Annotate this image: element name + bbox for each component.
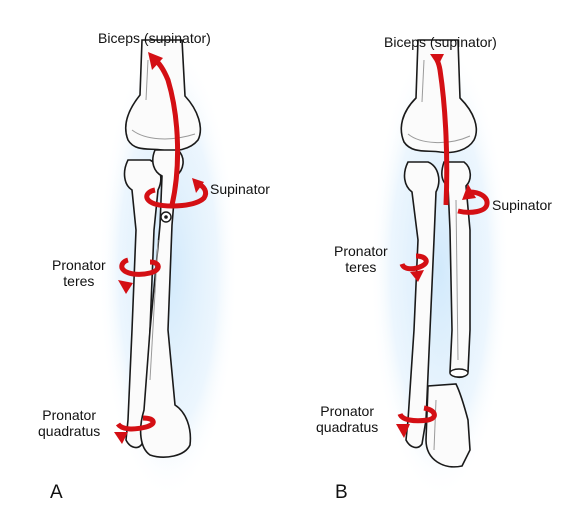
panel-a-pronator-teres-label: Pronator teres [52,257,106,289]
panel-b-supinator-label: Supinator [492,197,552,213]
panel-a-pronator-quadratus-label: Pronator quadratus [38,407,100,439]
panel-a-drawing [98,40,238,500]
panel-b-drawing [370,40,510,500]
panel-a-supinator-label: Supinator [210,181,270,197]
panel-b-pronator-teres-label: Pronator teres [334,243,388,275]
panel-a-biceps-label: Biceps (supinator) [98,30,211,46]
panel-b-biceps-label: Biceps (supinator) [384,34,497,50]
panel-b-pronator-quadratus-label: Pronator quadratus [316,403,378,435]
panel-b-radius-end-icon [450,369,468,377]
panel-a-letter: A [50,482,63,504]
panel-b-letter: B [335,482,348,504]
